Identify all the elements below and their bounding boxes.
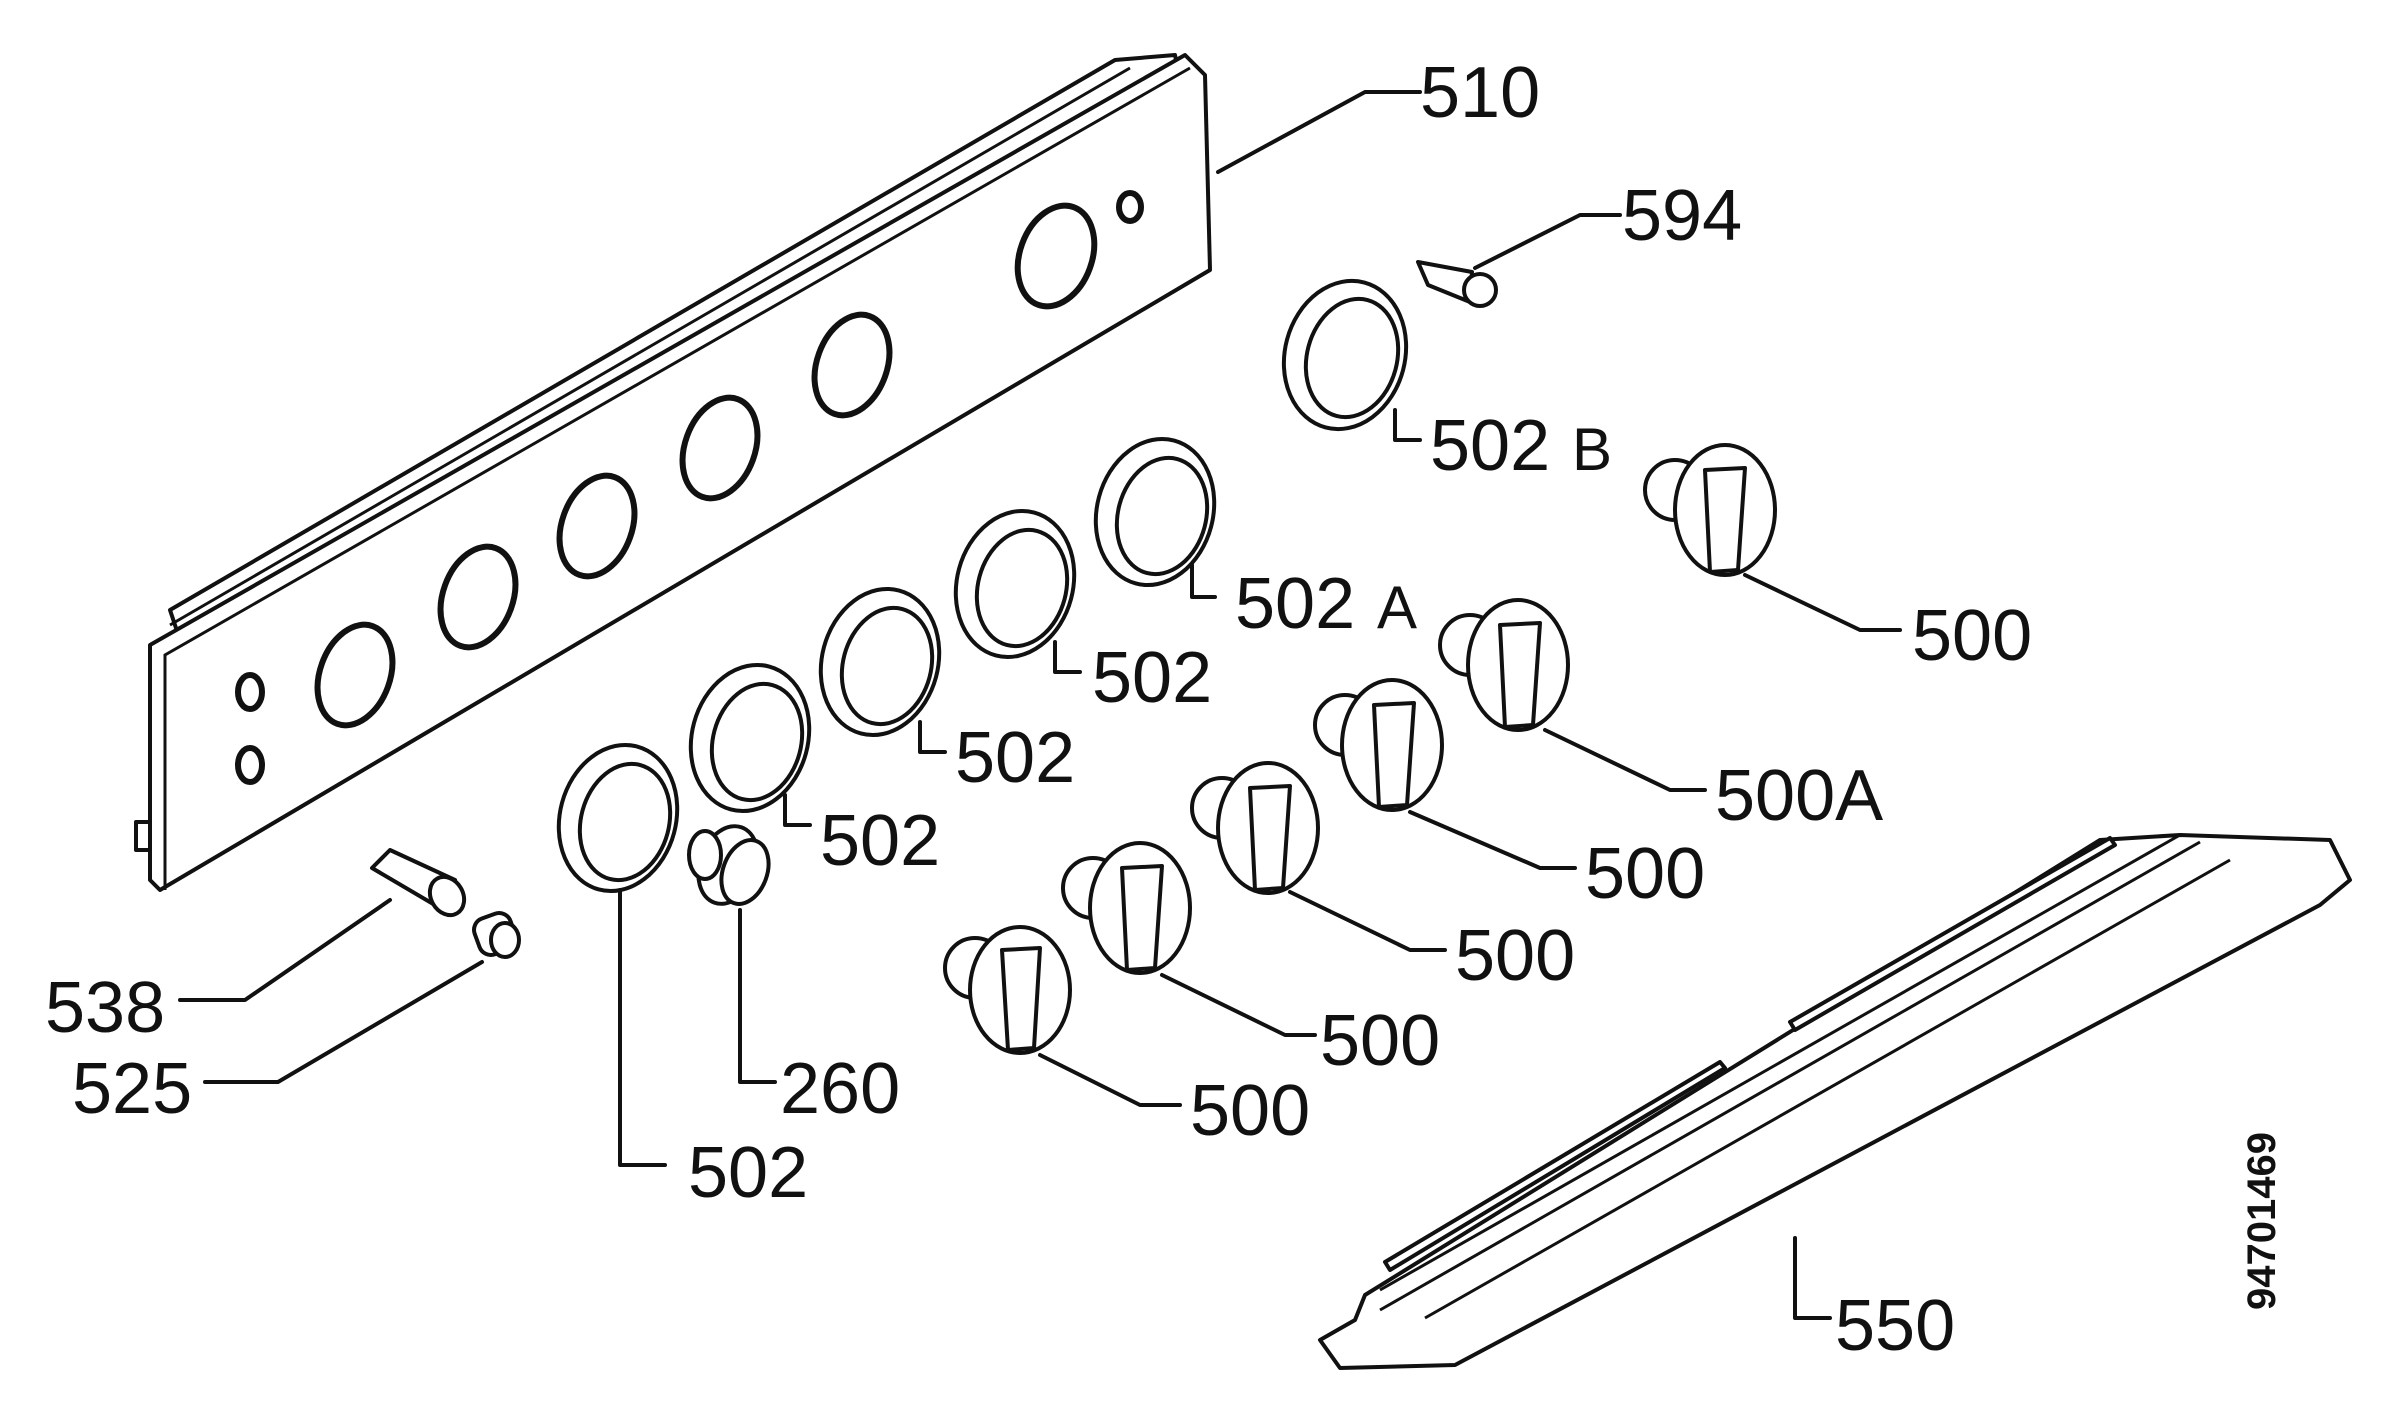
bezel-ring-502-3 xyxy=(688,662,812,814)
bezel-ring-502-4 xyxy=(556,742,680,894)
spring-260 xyxy=(687,824,771,906)
bezel-ring-502-1 xyxy=(953,508,1077,660)
control-panel xyxy=(134,53,1212,892)
label-502-4: 502 xyxy=(688,1133,808,1213)
bezel-ring-502A xyxy=(1093,436,1217,588)
label-500-1: 500 xyxy=(1585,834,1705,914)
label-525: 525 xyxy=(72,1049,192,1129)
part-labels: 510 594 502 B 502 A 502 502 502 502 500 … xyxy=(45,53,2284,1366)
knobs xyxy=(943,443,1777,1055)
label-502-2: 502 xyxy=(955,718,1075,798)
label-502A: 502 xyxy=(1235,564,1355,644)
label-502B-suffix: B xyxy=(1572,416,1612,483)
knob-500-2 xyxy=(1190,761,1320,895)
switch-538 xyxy=(370,848,467,918)
knob-500-1 xyxy=(1313,678,1444,812)
label-502-1: 502 xyxy=(1092,638,1212,718)
label-538: 538 xyxy=(45,968,165,1048)
label-260: 260 xyxy=(780,1049,900,1129)
knob-500-4 xyxy=(943,925,1072,1055)
leader-lines xyxy=(178,90,1902,1320)
button-525 xyxy=(472,911,521,959)
knob-500-3 xyxy=(1061,841,1192,975)
indicator-lamp-594 xyxy=(1416,260,1498,308)
label-510: 510 xyxy=(1420,53,1540,133)
bezel-ring-502-2 xyxy=(818,586,942,738)
label-594: 594 xyxy=(1622,176,1742,256)
label-502A-suffix: A xyxy=(1377,574,1417,641)
knob-500-top xyxy=(1643,443,1777,577)
drawing-reference-number: 94701469 xyxy=(2240,1132,2284,1310)
label-550: 550 xyxy=(1835,1286,1955,1366)
bezel-rings xyxy=(556,278,1409,894)
label-500-top: 500 xyxy=(1912,596,2032,676)
label-502B: 502 xyxy=(1430,406,1550,486)
label-500-3: 500 xyxy=(1320,1001,1440,1081)
bezel-ring-502B xyxy=(1281,278,1409,432)
label-500A: 500A xyxy=(1715,756,1883,836)
label-502-3: 502 xyxy=(820,801,940,881)
label-500-4: 500 xyxy=(1190,1071,1310,1151)
trim-strip xyxy=(1318,833,2352,1370)
label-500-2: 500 xyxy=(1455,916,1575,996)
knob-500A xyxy=(1438,598,1570,732)
